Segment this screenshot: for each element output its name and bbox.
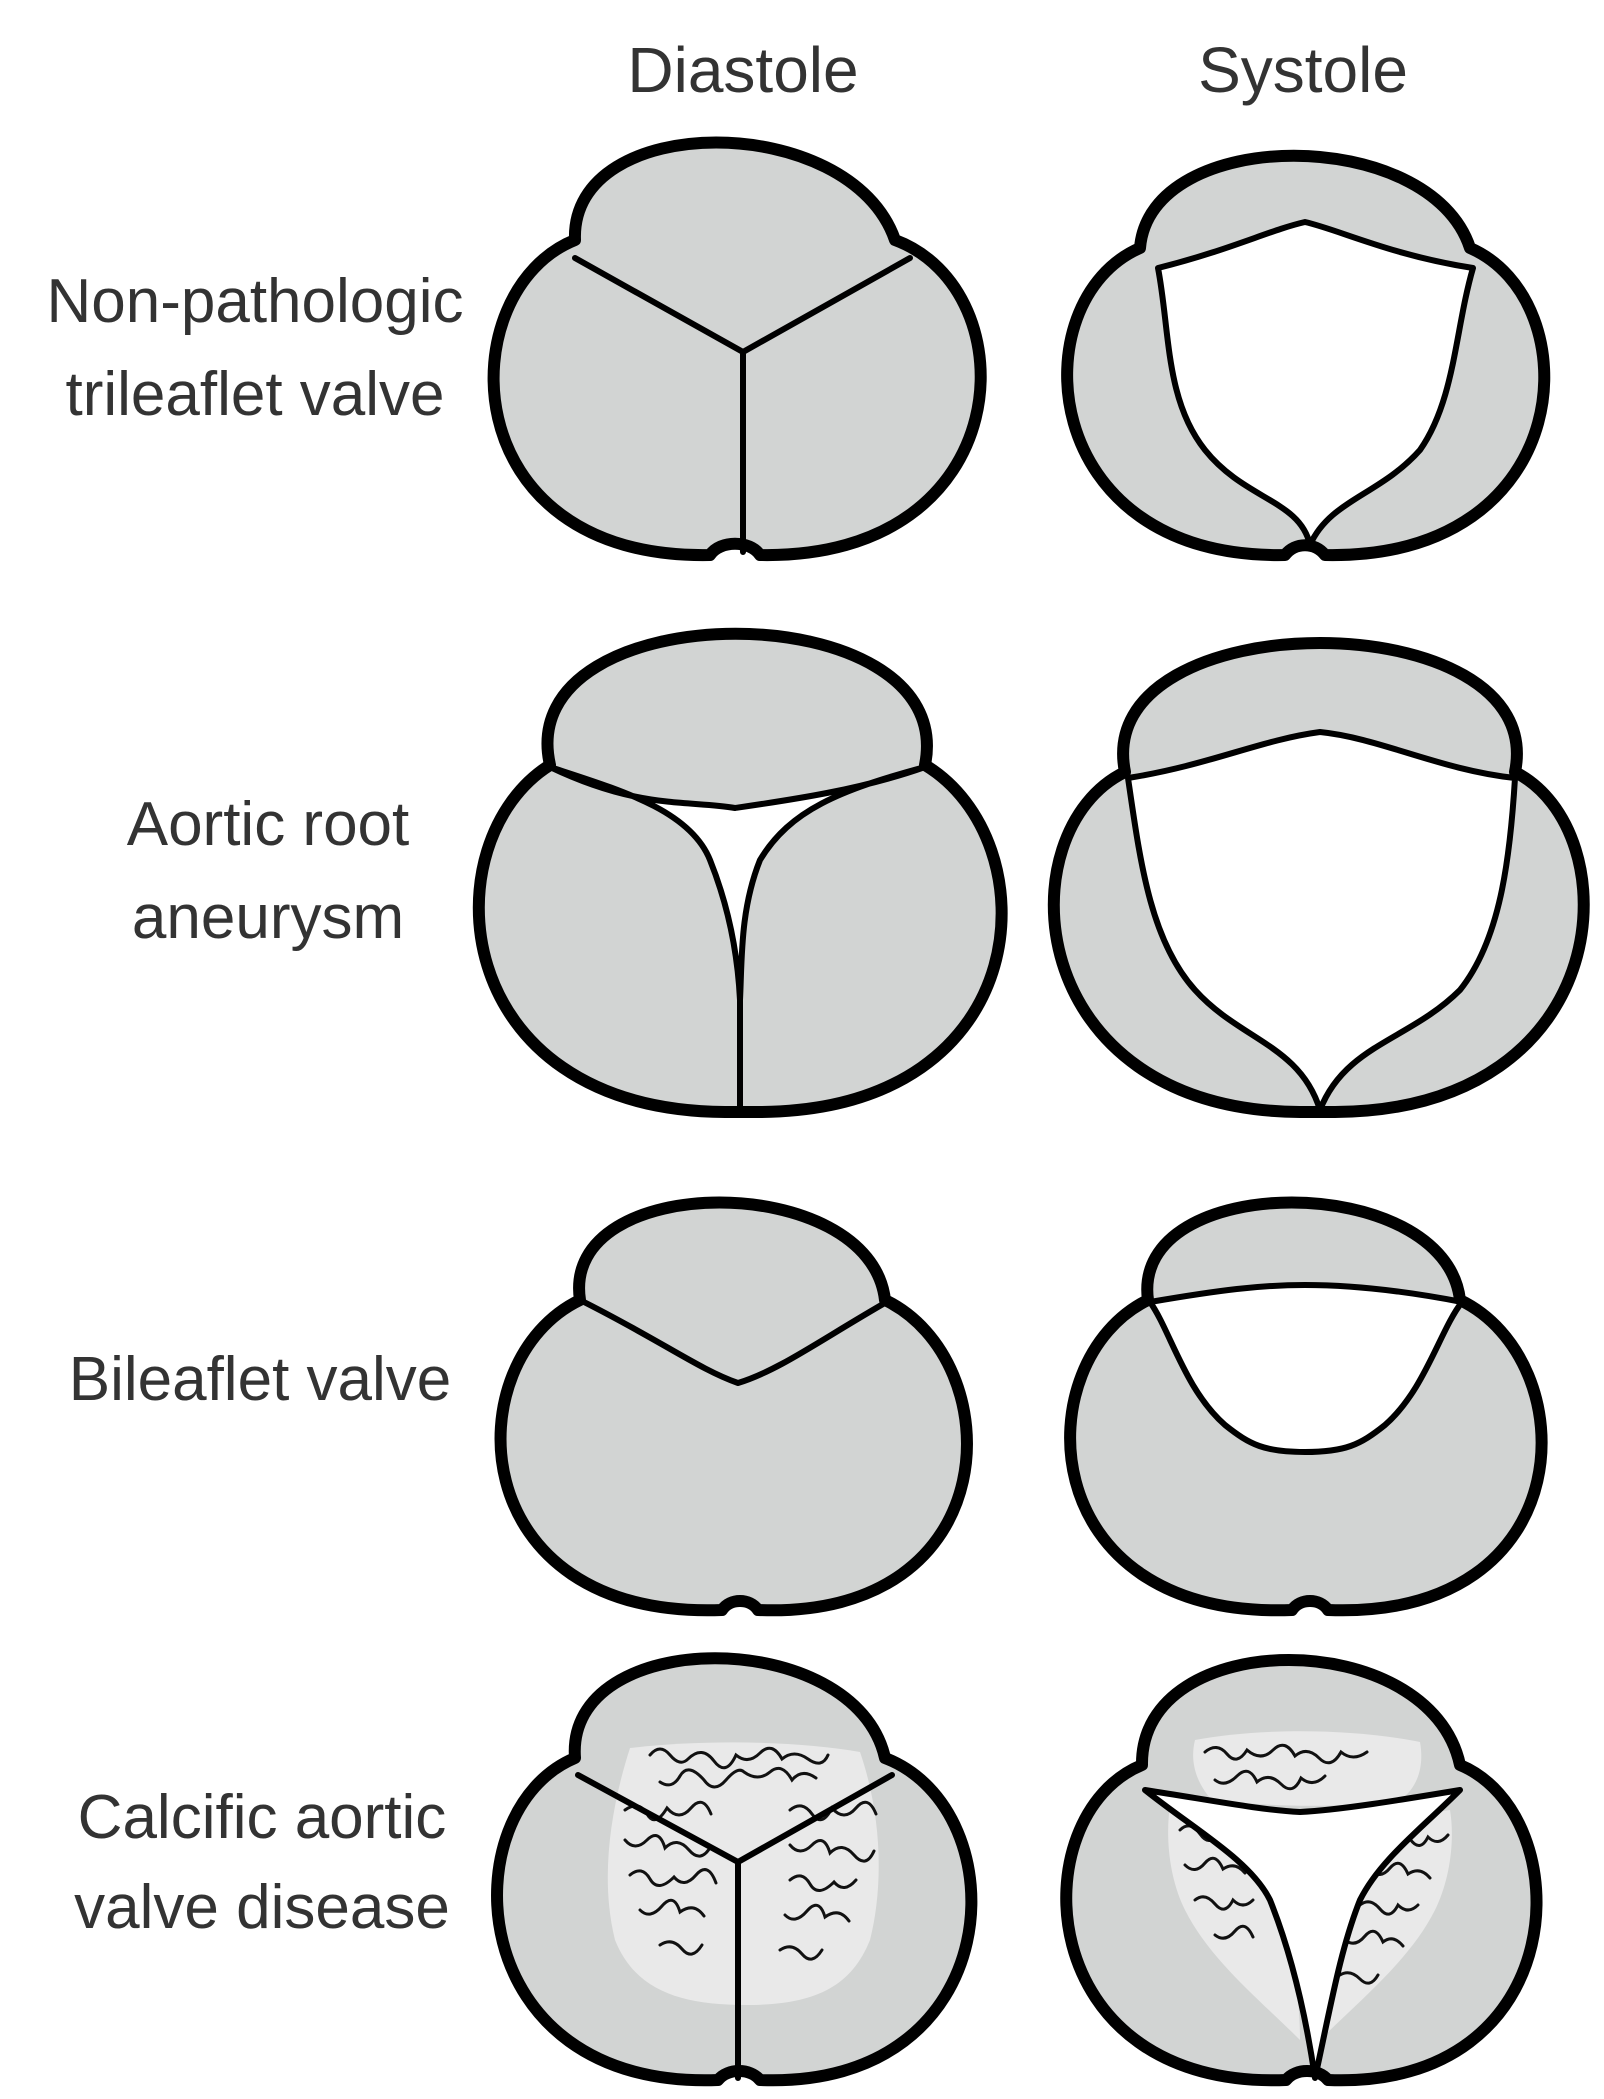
valve-bileaflet-diastole (494, 1196, 973, 1617)
row-label-aortic-root-aneurysm-line1: Aortic root (127, 790, 410, 859)
calcification-texture (623, 1746, 878, 1961)
row-label-non-pathologic-line1: Non-pathologic (46, 267, 463, 336)
calcification-deposit (607, 1742, 879, 2005)
valve-non-pathologic-systole (1061, 149, 1551, 562)
row-label-non-pathologic-line2: trileaflet valve (65, 360, 444, 429)
row-label-calcific-line1: Calcific aortic (78, 1783, 447, 1852)
valve-aortic-root-aneurysm-systole (1047, 637, 1590, 1118)
valve-calcific-systole (1060, 1654, 1543, 2087)
column-header-diastole: Diastole (627, 34, 858, 106)
calcification-deposit-systole (1193, 1731, 1422, 1806)
valve-aortic-root-aneurysm-diastole (472, 627, 1008, 1118)
row-label-calcific-line2: valve disease (74, 1873, 450, 1942)
row-label-bileaflet: Bileaflet valve (69, 1345, 452, 1414)
row-label-aortic-root-aneurysm-line2: aneurysm (132, 883, 404, 952)
column-header-systole: Systole (1198, 34, 1408, 106)
valve-non-pathologic-diastole (487, 136, 987, 562)
valve-calcific-diastole (491, 1652, 978, 2087)
valve-bileaflet-systole (1064, 1196, 1548, 1617)
